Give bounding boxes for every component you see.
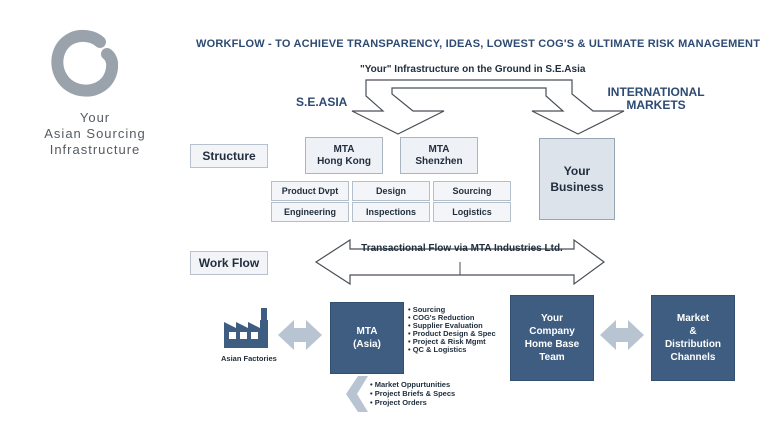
inbound-item: Project Orders: [370, 398, 455, 407]
your-company-box: Your Company Home Base Team: [510, 295, 594, 381]
workflow-label: Work Flow: [190, 251, 268, 275]
mta-asia-line: (Asia): [353, 339, 381, 350]
service-item: Sourcing: [408, 306, 496, 314]
function-inspections: Inspections: [352, 202, 430, 222]
market-line: Market: [676, 313, 710, 324]
function-engineering: Engineering: [271, 202, 349, 222]
region-international: INTERNATIONAL MARKETS: [606, 86, 706, 112]
mta-asia-box: MTA (Asia): [330, 302, 404, 374]
factory-icon: [224, 308, 268, 348]
service-item: QC & Logistics: [408, 346, 496, 354]
inbound-item: Project Briefs & Specs: [370, 389, 455, 398]
logo-tagline: Your Asian Sourcing Infrastructure: [20, 110, 170, 158]
your-company-line: Team: [539, 352, 565, 363]
factories-label: Asian Factories: [221, 354, 277, 363]
market-line: Channels: [670, 352, 716, 363]
office-hong-kong: MTA Hong Kong: [305, 137, 383, 174]
enso-circle-icon: [51, 29, 118, 97]
your-business-line: Your: [563, 164, 591, 178]
mta-asia-line: MTA: [356, 326, 378, 337]
service-item: COG's Reduction: [408, 314, 496, 322]
infrastructure-label: "Your" Infrastructure on the Ground in S…: [360, 64, 586, 75]
transactional-label: Transactional Flow via MTA Industries Lt…: [361, 243, 563, 254]
structure-label: Structure: [190, 144, 268, 168]
service-item: Product Design & Spec: [408, 330, 496, 338]
logo-line: Infrastructure: [49, 142, 141, 157]
your-business-line: Business: [550, 180, 604, 194]
region-se-asia: S.E.ASIA: [296, 95, 348, 109]
company-market-arrow: [600, 320, 644, 350]
office-line: MTA: [428, 143, 450, 155]
service-item: Project & Risk Mgmt: [408, 338, 496, 346]
factory-mta-arrow: [278, 320, 322, 350]
services-list: Sourcing COG's Reduction Supplier Evalua…: [408, 306, 496, 354]
your-company-line: Company: [529, 326, 575, 337]
inbound-item: Market Oppurtunities: [370, 380, 455, 389]
office-line: Shenzhen: [415, 155, 463, 167]
service-item: Supplier Evaluation: [408, 322, 496, 330]
page-title: WORKFLOW - TO ACHIEVE TRANSPARENCY, IDEA…: [196, 38, 761, 50]
office-line: Hong Kong: [317, 155, 371, 167]
logo-line: Your: [79, 110, 111, 125]
function-design: Design: [352, 181, 430, 201]
region-international-line: MARKETS: [626, 98, 686, 112]
office-line: MTA: [333, 143, 355, 155]
inbound-list: Market Oppurtunities Project Briefs & Sp…: [370, 380, 455, 407]
your-company-line: Home Base: [524, 339, 580, 350]
your-business-box: Your Business: [539, 138, 615, 220]
market-line: Distribution: [664, 339, 722, 350]
your-company-line: Your: [540, 313, 564, 324]
function-logistics: Logistics: [433, 202, 511, 222]
function-sourcing: Sourcing: [433, 181, 511, 201]
logo-line: Asian Sourcing: [44, 126, 146, 141]
market-line: &: [689, 326, 697, 337]
market-box: Market & Distribution Channels: [651, 295, 735, 381]
inbound-chevron: [346, 376, 368, 412]
office-shenzhen: MTA Shenzhen: [400, 137, 478, 174]
function-product-dvpt: Product Dvpt: [271, 181, 349, 201]
top-u-arrow: [351, 79, 625, 135]
region-international-line: INTERNATIONAL: [607, 85, 705, 99]
